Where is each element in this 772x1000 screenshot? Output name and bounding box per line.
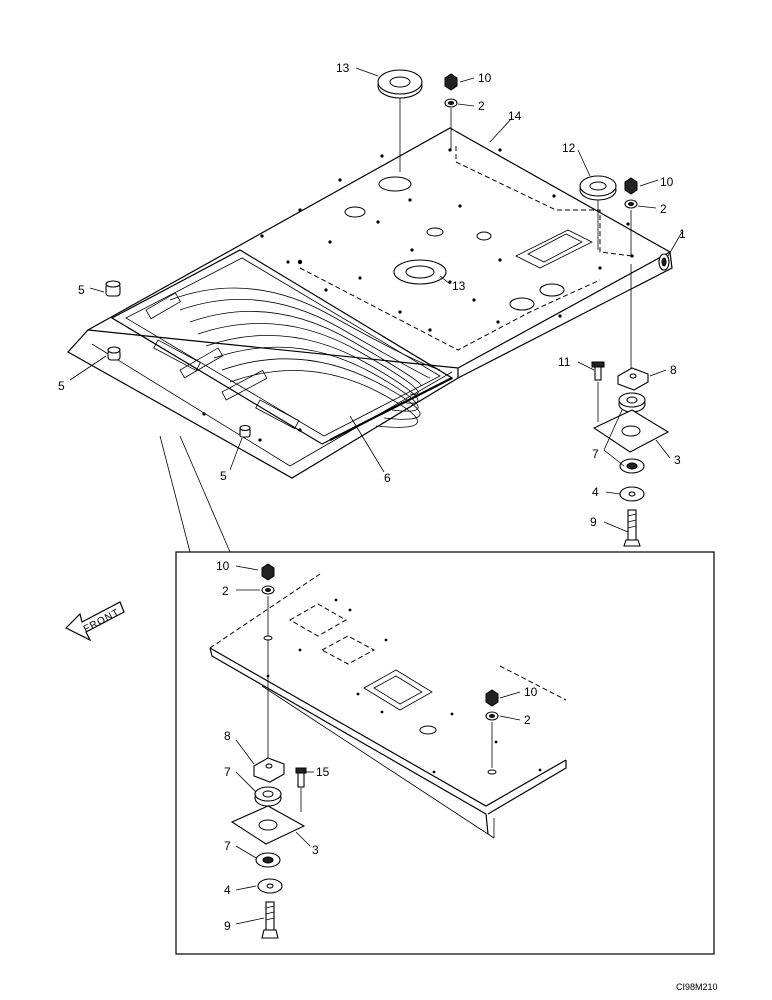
callout-10-top-right: 10: [660, 175, 674, 189]
callout-5-front: 5: [58, 379, 65, 393]
grommet-12: [579, 175, 617, 250]
callout-6: 6: [384, 471, 391, 485]
callout-13-top: 13: [336, 61, 350, 75]
callout-10-inset-left: 10: [216, 559, 230, 573]
callout-13-plate: 13: [452, 279, 466, 293]
stopper-1: [658, 253, 670, 271]
callout-4-main: 4: [592, 485, 599, 499]
cap-5-a: [105, 280, 121, 297]
callout-4-inset: 4: [224, 883, 231, 897]
callout-2-top-right: 2: [660, 202, 667, 216]
callout-2-inset-left: 2: [222, 584, 229, 598]
cap-5-b: [107, 346, 121, 361]
callout-9-inset: 9: [224, 919, 231, 933]
detail-inset: [159, 435, 715, 955]
callout-3-inset: 3: [312, 843, 319, 857]
callout-9-main: 9: [590, 515, 597, 529]
callout-7-inset-lower: 7: [224, 839, 231, 853]
callout-5-left: 5: [78, 283, 85, 297]
callout-11: 11: [558, 355, 571, 369]
plate-bolt-dots: [202, 148, 634, 442]
mount-stack-main: [591, 264, 670, 547]
callout-8-inset: 8: [224, 729, 231, 743]
callout-2-top-left: 2: [478, 99, 485, 113]
front-arrow: FRONT: [64, 601, 125, 642]
callout-2-inset-right: 2: [524, 713, 531, 727]
nut-washer-top-left: [444, 73, 458, 150]
drawing-code: CI98M210: [676, 982, 718, 992]
callout-14: 14: [508, 109, 522, 123]
callout-15: 15: [316, 765, 330, 779]
callout-8-main: 8: [670, 363, 677, 377]
callout-7-main: 7: [592, 447, 599, 461]
leader-lines: [69, 67, 683, 925]
grommet-13-top: [377, 69, 423, 172]
callout-10-top-left: 10: [478, 71, 492, 85]
floor-mat: [110, 249, 454, 445]
callout-1: 1: [679, 227, 686, 241]
callout-10-inset-right: 10: [524, 685, 538, 699]
callout-5-bottom: 5: [220, 469, 227, 483]
nut-washer-top-right: [624, 177, 638, 256]
cap-5-c: [239, 424, 251, 438]
callout-12: 12: [562, 141, 576, 155]
grommet-13-plate: [393, 259, 447, 285]
callout-labels: 13 10 2 14 12 10 2 1 13 5 5 5 6 11 8 7 3…: [58, 61, 686, 933]
callout-3-main: 3: [674, 453, 681, 467]
callout-7-inset-upper: 7: [224, 765, 231, 779]
plate-holes: [344, 176, 593, 311]
